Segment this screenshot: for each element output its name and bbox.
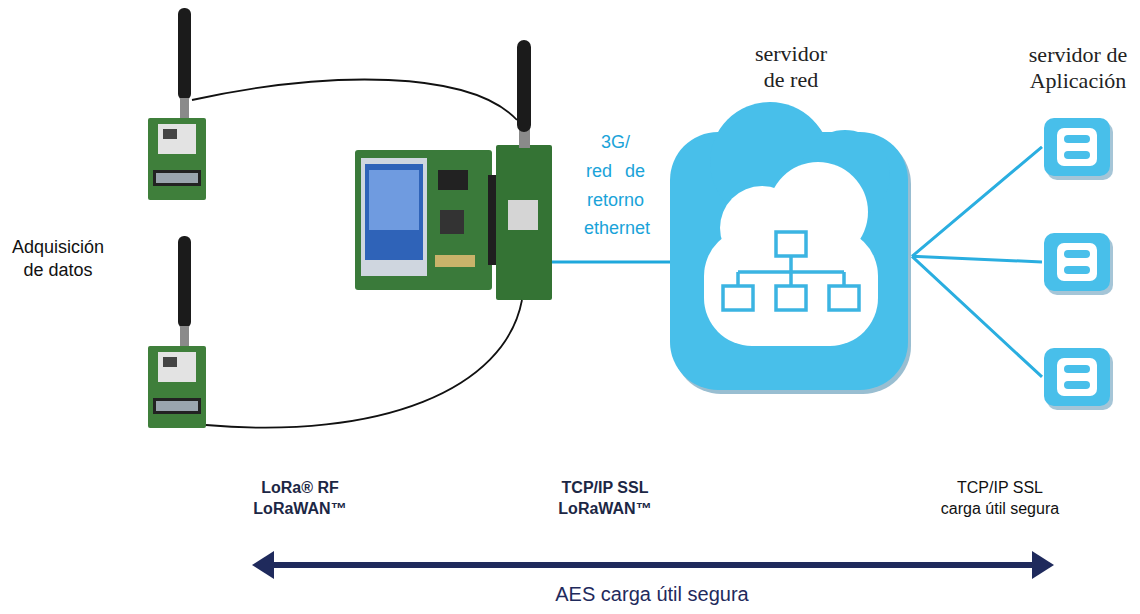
cloud-shadow	[673, 106, 911, 394]
protocol-label: TCP/IP SSL LoRaWAN™	[545, 478, 665, 520]
server-body	[1044, 118, 1110, 176]
server-face	[1057, 243, 1097, 281]
lcd-area	[369, 170, 419, 230]
network-icon-box	[776, 232, 806, 256]
node-shape	[670, 100, 912, 395]
cloud-shadow-body	[673, 136, 911, 394]
network-server: servidor de red	[670, 100, 912, 395]
server-face	[1057, 358, 1097, 396]
server-face	[1057, 128, 1097, 166]
display	[153, 398, 201, 414]
radio-board	[496, 145, 552, 300]
cloud-bump	[800, 130, 890, 220]
inner-cloud	[704, 162, 878, 346]
pcb-board	[148, 346, 206, 428]
network-icon-box	[723, 286, 753, 310]
server-body	[1044, 348, 1110, 406]
antenna-connector	[180, 326, 189, 348]
node-heading: servidor de Aplicación	[1020, 42, 1136, 93]
connector-strip	[435, 255, 475, 267]
connector	[912, 147, 1042, 377]
cloud-shadow-bump	[713, 106, 833, 226]
antenna	[178, 8, 191, 100]
server-icon	[1044, 233, 1113, 295]
radio-module	[508, 200, 538, 230]
antenna	[517, 40, 531, 132]
arrow-shaft	[268, 562, 1038, 568]
chip	[440, 210, 464, 234]
server-shadow	[1047, 237, 1113, 295]
display-window	[156, 401, 198, 411]
cloud-body-rect	[670, 132, 908, 390]
cloud-body	[670, 102, 908, 390]
double-arrow	[252, 551, 1054, 579]
pcb-board	[355, 150, 492, 290]
inner-cloud-bump	[720, 186, 804, 270]
arrow-head	[1032, 551, 1054, 579]
end-device	[148, 236, 206, 428]
arrow-head	[252, 551, 274, 579]
antenna	[178, 236, 191, 328]
chip	[438, 170, 468, 190]
radio-module	[158, 124, 196, 154]
server-shadow	[1047, 352, 1113, 410]
protocol-label: LoRa® RF LoRaWAN™	[244, 478, 356, 520]
server-shadow	[1047, 122, 1113, 180]
lcd-screen	[365, 164, 423, 260]
backhaul-line	[552, 261, 670, 264]
chip	[163, 357, 177, 367]
server-slot	[1064, 381, 1090, 389]
server-icon	[1044, 118, 1113, 180]
node-heading: servidor de red	[746, 41, 836, 92]
lcd-frame	[361, 158, 427, 276]
server-icon	[1044, 348, 1113, 410]
server-slot	[1064, 365, 1090, 373]
server-slot	[1064, 250, 1090, 258]
protocol-label: TCP/IP SSL carga útil segura	[936, 478, 1064, 520]
end-device	[148, 8, 206, 200]
group-label: Adquisición de datos	[8, 236, 108, 281]
cloud-bump	[710, 102, 830, 222]
radio-module	[158, 352, 196, 382]
application-server: servidor de Aplicación	[1042, 115, 1114, 410]
network-icon-box	[829, 286, 859, 310]
link-label: 3G/ red de retorno ethernet	[584, 128, 647, 243]
display-window	[156, 173, 198, 183]
inner-cloud-body	[704, 228, 878, 346]
pcb-board	[148, 118, 206, 200]
security-label: AES carga útil segura	[452, 582, 852, 606]
server-slot	[1064, 266, 1090, 274]
radio-link	[206, 300, 522, 428]
display	[153, 170, 201, 186]
antenna-connector	[180, 98, 189, 120]
cloud-shadow-bump	[803, 134, 893, 224]
server-slot	[1064, 151, 1090, 159]
server-body	[1044, 233, 1110, 291]
node-shape	[1042, 115, 1114, 410]
network-icon-box	[776, 286, 806, 310]
inner-cloud-bump	[768, 162, 868, 262]
network-icon	[723, 232, 859, 310]
network-icon-lines	[738, 256, 844, 286]
server-slot	[1064, 135, 1090, 143]
radio-link	[192, 80, 517, 120]
chip	[163, 129, 177, 139]
